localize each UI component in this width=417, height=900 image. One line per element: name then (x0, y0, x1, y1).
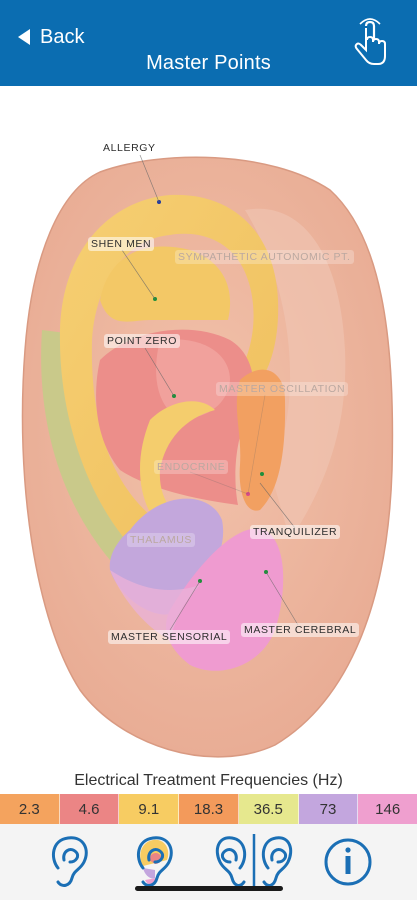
ear-map: ALLERGY SHEN MEN SYMPATHETIC AUTONOMIC P… (0, 86, 417, 766)
label-thalamus[interactable]: THALAMUS (127, 533, 195, 547)
ear-colored-icon (136, 836, 173, 887)
hand-pointer-icon[interactable] (350, 16, 390, 68)
ear-illustration (21, 154, 394, 758)
label-sympathetic-autonomic[interactable]: SYMPATHETIC AUTONOMIC PT. (175, 250, 354, 264)
frequencies-title: Electrical Treatment Frequencies (Hz) (74, 772, 343, 789)
info-icon (324, 838, 372, 886)
label-allergy[interactable]: ALLERGY (100, 141, 159, 155)
ear-outline-icon (51, 836, 88, 887)
label-point-zero[interactable]: POINT ZERO (104, 334, 180, 348)
label-tranquilizer[interactable]: TRANQUILIZER (250, 525, 341, 539)
label-endocrine[interactable]: ENDOCRINE (154, 460, 229, 474)
frequency-9-1[interactable]: 9.1 (119, 794, 180, 824)
tab-info[interactable] (318, 830, 378, 892)
frequency-2-3[interactable]: 2.3 (0, 794, 60, 824)
page-title: Master Points (146, 52, 271, 74)
label-shen-men[interactable]: SHEN MEN (88, 237, 155, 251)
back-arrow-icon (18, 29, 30, 45)
frequency-legend: 2.3 4.6 9.1 18.3 36.5 73 146 (0, 794, 417, 824)
back-label: Back (40, 25, 85, 48)
ear-compare-icon (215, 834, 293, 890)
tab-ear-colored[interactable] (125, 830, 185, 892)
label-master-oscillation[interactable]: MASTER OSCILLATION (216, 382, 349, 396)
tab-ear-compare[interactable] (210, 830, 298, 892)
header-bar: Back Master Points (0, 0, 417, 86)
frequency-73[interactable]: 73 (298, 794, 359, 824)
tab-ear-outline[interactable] (40, 830, 100, 892)
frequency-146[interactable]: 146 (358, 794, 417, 824)
back-button[interactable]: Back (18, 22, 84, 52)
label-master-cerebral[interactable]: MASTER CEREBRAL (241, 623, 360, 637)
home-indicator (135, 886, 283, 891)
frequency-18-3[interactable]: 18.3 (179, 794, 239, 824)
label-master-sensorial[interactable]: MASTER SENSORIAL (108, 630, 231, 644)
frequency-36-5[interactable]: 36.5 (238, 794, 299, 824)
frequency-4-6[interactable]: 4.6 (59, 794, 120, 824)
